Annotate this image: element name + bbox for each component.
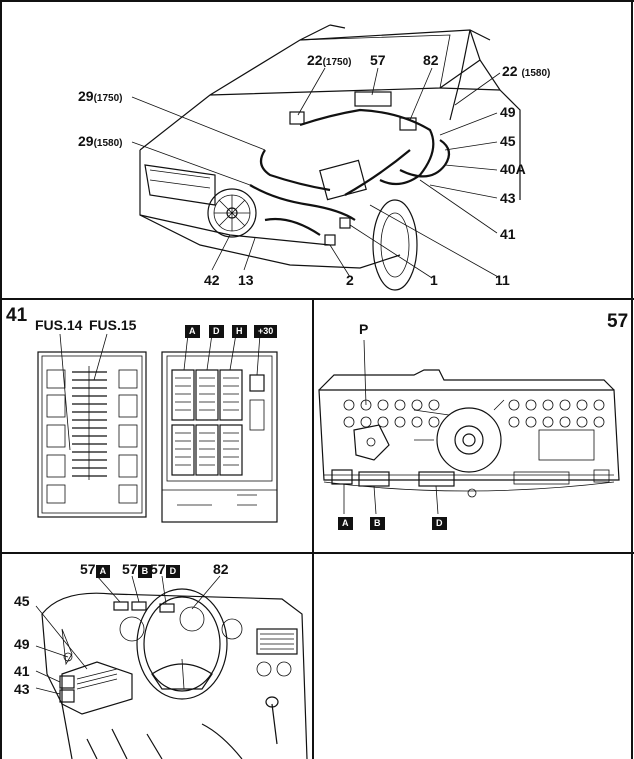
label-42: 42 xyxy=(204,272,220,288)
cluster-drawing xyxy=(318,339,620,515)
cluster-connector-d: D xyxy=(432,514,447,530)
fuse-rows xyxy=(46,366,138,504)
frame-right xyxy=(631,0,633,759)
car-drawing xyxy=(131,24,521,291)
connector-blocks xyxy=(171,369,265,476)
car-wiring-overview: 22(1750) 57 82 22 (1580) 29(1750) 29(158… xyxy=(0,0,634,298)
dashboard-drawing xyxy=(35,575,308,759)
fuse-box-number: 41 xyxy=(6,305,28,326)
label-22-1750: 22(1750) xyxy=(307,52,352,68)
divider-horizontal-2 xyxy=(0,552,634,554)
label-11: 11 xyxy=(495,272,510,288)
cluster-number: 57 xyxy=(607,311,629,332)
label-82-dash: 82 xyxy=(213,561,229,577)
connector-d-tag: D xyxy=(209,322,224,338)
label-40a: 40A xyxy=(500,161,526,177)
label-43: 43 xyxy=(500,190,516,206)
label-45-dash: 45 xyxy=(14,593,30,609)
fuse-box-drawing xyxy=(37,333,278,523)
label-22-1580: 22 (1580) xyxy=(502,63,551,79)
label-82: 82 xyxy=(423,52,439,68)
label-45: 45 xyxy=(500,133,516,149)
cluster-connector-b: B xyxy=(370,514,385,530)
label-29-1580: 29(1580) xyxy=(78,133,123,149)
instrument-cluster-panel: 57 P A B D xyxy=(314,300,631,552)
label-49-dash: 49 xyxy=(14,636,30,652)
label-fus-15: FUS.15 xyxy=(89,317,137,333)
label-57: 57 xyxy=(370,52,386,68)
label-29-1750: 29(1750) xyxy=(78,88,123,104)
label-41-dash: 41 xyxy=(14,663,30,679)
label-1: 1 xyxy=(430,272,438,288)
frame-left xyxy=(0,0,2,759)
cluster-holes xyxy=(343,399,605,428)
label-41: 41 xyxy=(500,226,516,242)
label-49: 49 xyxy=(500,104,516,120)
fuse-box-panel: 41 FUS.14 FUS.15 A D H +30 xyxy=(2,300,312,552)
cluster-connector-a: A xyxy=(338,514,353,530)
label-43-dash: 43 xyxy=(14,681,30,697)
empty-panel xyxy=(314,554,631,759)
label-2: 2 xyxy=(346,272,354,288)
connector-a-tag: A xyxy=(185,322,200,338)
label-fus-14: FUS.14 xyxy=(35,317,83,333)
divider-vertical xyxy=(312,298,314,759)
frame-top xyxy=(0,0,634,2)
divider-horizontal-1 xyxy=(0,298,634,300)
label-p: P xyxy=(359,321,369,337)
label-13: 13 xyxy=(238,272,254,288)
